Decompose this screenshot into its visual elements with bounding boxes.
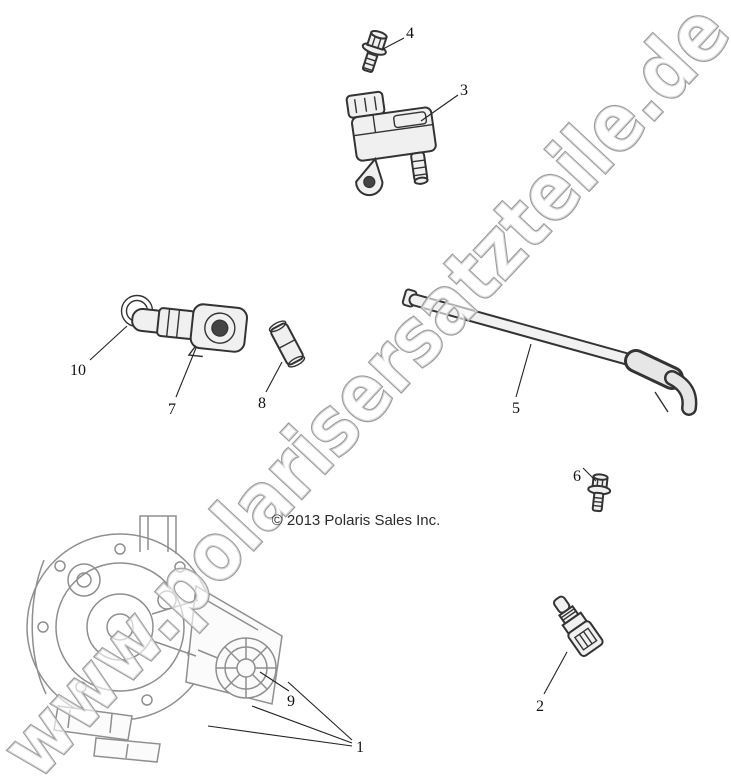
callout-9: 9 (287, 693, 295, 710)
callout-4: 4 (406, 25, 414, 42)
callout-5: 5 (512, 400, 520, 417)
bolt-6-illustration (587, 473, 612, 513)
callout-6: 6 (573, 468, 581, 485)
callout-2: 2 (536, 698, 544, 715)
spark-plug-cable-illustration (401, 288, 698, 416)
callout-8: 8 (258, 395, 266, 412)
leader-lines (89, 37, 597, 747)
crank-sensor-illustration (131, 303, 249, 358)
callout-3: 3 (460, 82, 468, 99)
temp-sensor-illustration (553, 595, 604, 658)
sensor-boss-ribbed-face (215, 637, 277, 699)
bolt-4-illustration (361, 30, 388, 73)
map-sensor-illustration (345, 90, 437, 197)
spacer-illustration (268, 320, 306, 368)
copyright-text: © 2013 Polaris Sales Inc. (272, 512, 441, 529)
callout-7: 7 (168, 401, 176, 418)
callout-numbers: 4 3 10 7 8 5 6 2 9 1 (70, 25, 581, 756)
callout-10: 10 (70, 362, 86, 379)
engine-assembly-illustration (26, 515, 283, 763)
callout-1: 1 (356, 739, 364, 756)
